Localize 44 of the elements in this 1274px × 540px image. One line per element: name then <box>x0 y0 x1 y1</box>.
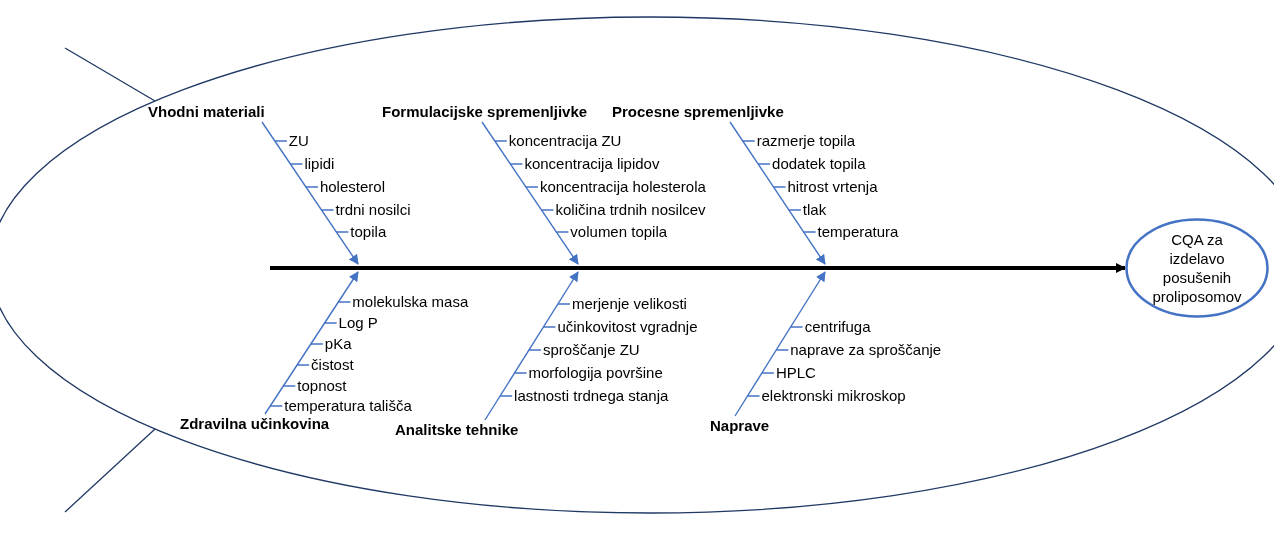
cause-label: naprave za sproščanje <box>790 341 942 359</box>
cause-label: morfologija površine <box>528 364 663 382</box>
cause-label: pKa <box>324 335 352 353</box>
category-heading: Procesne spremenljivke <box>612 102 784 122</box>
cause-label: temperatura <box>817 223 899 241</box>
spine-arrow <box>270 263 1126 273</box>
cause-label: razmerje topila <box>756 132 856 150</box>
cause-label: HPLC <box>775 364 816 382</box>
cause-label: lipidi <box>304 155 335 173</box>
category-heading: Naprave <box>710 416 770 436</box>
bone-arrow <box>264 271 359 415</box>
cause-label: elektronski mikroskop <box>761 387 906 405</box>
cause-label: čistost <box>311 356 354 374</box>
category-heading: Analitske tehnike <box>395 420 519 440</box>
cause-label: trdni nosilci <box>335 201 411 219</box>
cause-label: količina trdnih nosilcev <box>555 201 706 219</box>
bone-arrow <box>481 121 579 265</box>
bone-arrow <box>261 121 359 265</box>
category-heading: Zdravilna učinkovina <box>180 414 330 434</box>
cause-label: ZU <box>288 132 309 150</box>
cause-label: volumen topila <box>570 223 668 241</box>
cause-label: lastnosti trdnega stanja <box>514 387 669 405</box>
cause-label: Log P <box>338 314 378 332</box>
cause-label: koncentracija ZU <box>508 132 622 150</box>
cause-label: tlak <box>802 201 827 219</box>
cause-label: merjenje velikosti <box>571 295 687 313</box>
cause-label: koncentracija lipidov <box>524 155 660 173</box>
category-heading: Formulacijske spremenljivke <box>382 102 588 122</box>
cause-label: hitrost vrtenja <box>787 178 878 196</box>
cause-label: učinkovitost vgradnje <box>557 318 698 336</box>
bone-arrow <box>729 121 826 265</box>
effect-ellipse: CQA za izdelavo posušenih proliposomov <box>1125 218 1269 318</box>
cause-label: temperatura tališča <box>284 397 412 415</box>
cause-label: topnost <box>297 377 347 395</box>
cause-label: dodatek topila <box>772 155 866 173</box>
bone-arrow <box>484 271 579 421</box>
cause-label: koncentracija holesterola <box>539 178 706 196</box>
category-heading: Vhodni materiali <box>148 102 265 122</box>
cause-label: sproščanje ZU <box>543 341 640 359</box>
cause-label: molekulska masa <box>352 293 469 311</box>
bone-arrow <box>734 271 826 417</box>
cause-label: centrifuga <box>804 318 871 336</box>
cause-label: holesterol <box>319 178 385 196</box>
cause-label: topila <box>350 223 387 241</box>
